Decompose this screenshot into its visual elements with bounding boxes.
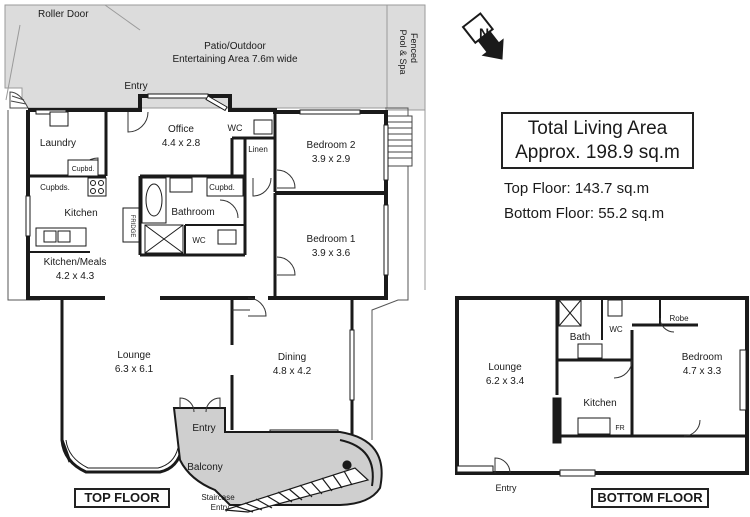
fixtures: [35, 111, 273, 254]
bottom-floor-area: Bottom Floor: 55.2 sq.m: [504, 205, 665, 222]
robe-label: Robe: [669, 314, 689, 323]
laundry-label: Laundry: [40, 138, 76, 149]
office-size: 4.4 x 2.8: [162, 138, 201, 149]
bottom-floor-label: BOTTOM FLOOR: [591, 488, 709, 508]
total-area-value: Approx. 198.9 sq.m: [515, 142, 680, 163]
bottom-lounge-size: 6.2 x 3.4: [486, 376, 525, 387]
fridge-label: FRIDGE: [129, 215, 135, 238]
bottom-fixtures: [456, 299, 747, 477]
outdoor-labels: Roller Door Patio/Outdoor Entertaining A…: [38, 9, 419, 512]
entry-top-label: Entry: [124, 81, 147, 92]
bottom-entry-label: Entry: [495, 483, 517, 493]
bottom-bedroom-name: Bedroom: [682, 352, 723, 363]
doors: [79, 111, 296, 413]
bedroom1-size: 3.9 x 3.6: [312, 248, 351, 259]
compass-icon: [461, 12, 504, 60]
cupbds-kitchen-label: Cupbds.: [40, 183, 70, 192]
wc-bath-label: WC: [192, 236, 206, 245]
cupbd-laundry-label: Cupbd.: [72, 166, 95, 173]
staircase-label-1: Staircase: [201, 493, 235, 502]
entry-bottom-label: Entry: [192, 423, 215, 434]
bottom-lounge-name: Lounge: [488, 362, 522, 373]
lounge-bay-window: [60, 439, 184, 474]
wc-upper-label: WC: [228, 123, 243, 133]
wc-bottom-label: WC: [609, 325, 623, 334]
linen-label: Linen: [248, 145, 268, 154]
bedroom2-name: Bedroom 2: [307, 140, 356, 151]
top-room-labels: Entry Laundry Office 4.4 x 2.8 WC Linen …: [40, 81, 356, 434]
fr-label: FR: [615, 425, 624, 432]
bathroom-label: Bathroom: [171, 207, 214, 218]
bedroom2-size: 3.9 x 2.9: [312, 154, 351, 165]
bath-label: Bath: [570, 332, 591, 343]
kitchen-meals-size: 4.2 x 4.3: [56, 271, 95, 282]
lounge-size: 6.3 x 6.1: [115, 364, 154, 375]
dining-size: 4.8 x 4.2: [273, 366, 312, 377]
bottom-floor-building: [455, 296, 749, 475]
total-area-title: Total Living Area: [527, 118, 668, 139]
top-floor-area: Top Floor: 143.7 sq.m: [504, 180, 650, 197]
bottom-kitchen-label: Kitchen: [583, 398, 616, 409]
patio-label-2: Entertaining Area 7.6m wide: [172, 54, 298, 65]
side-stairs: [385, 115, 413, 167]
bottom-room-labels: Robe Bath WC Lounge 6.2 x 3.4 Bedroom 4.…: [486, 314, 722, 493]
compass-letter: N: [479, 25, 489, 41]
bedroom1-name: Bedroom 1: [307, 234, 356, 245]
fenced-label-2: Pool & Spa: [398, 29, 408, 74]
office-name: Office: [168, 124, 194, 135]
main-staircase: [224, 460, 370, 513]
total-area-box: Total Living Area Approx. 198.9 sq.m: [501, 112, 694, 169]
lounge-name: Lounge: [117, 350, 151, 361]
dining-name: Dining: [278, 352, 306, 363]
fenced-label-1: Fenced: [409, 33, 419, 63]
kitchen-meals-name: Kitchen/Meals: [44, 257, 107, 268]
patio-label-1: Patio/Outdoor: [204, 41, 266, 52]
staircase-label-2: Entry: [211, 503, 230, 512]
top-floor-label: TOP FLOOR: [74, 488, 170, 508]
roller-door-label: Roller Door: [38, 9, 89, 20]
balcony-label: Balcony: [187, 462, 223, 473]
cupbd-bath-label: Cupbd.: [209, 183, 235, 192]
bottom-doors: [494, 317, 701, 474]
bottom-bedroom-size: 4.7 x 3.3: [683, 366, 722, 377]
left-stairs: [9, 91, 29, 109]
kitchen-label: Kitchen: [64, 208, 97, 219]
